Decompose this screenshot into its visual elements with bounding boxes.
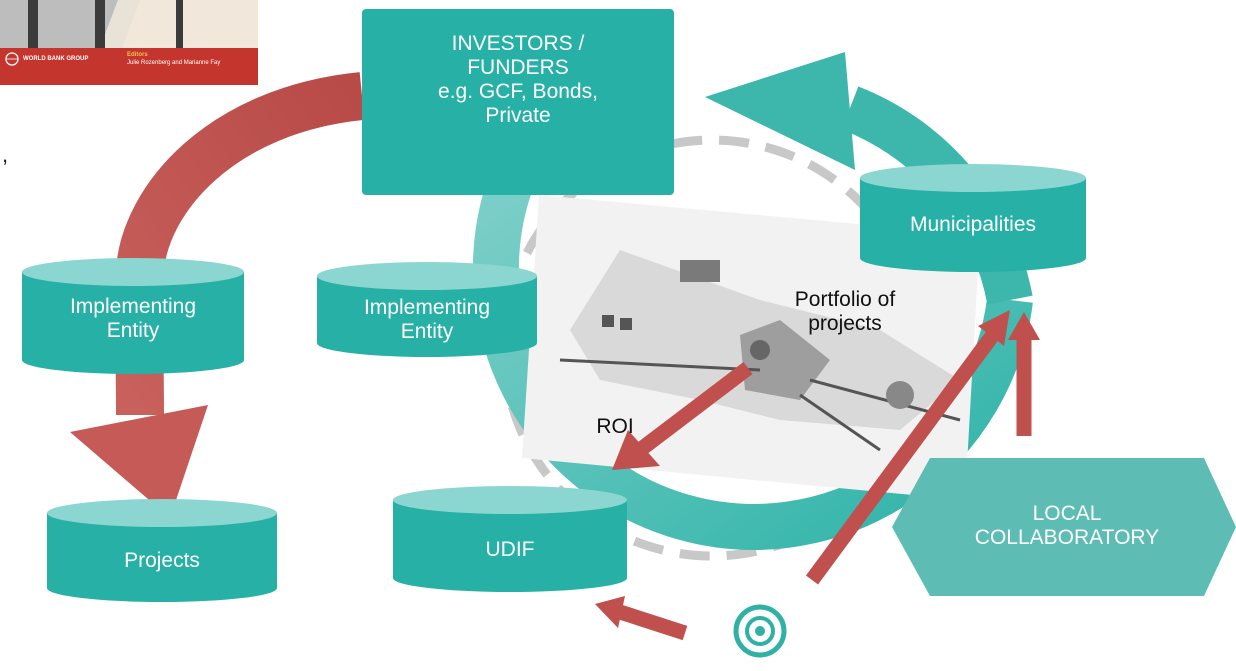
local-collaboratory-hexagon bbox=[892, 458, 1236, 596]
roi-arrow bbox=[612, 362, 753, 470]
portfolio-map-image bbox=[522, 195, 980, 500]
target-icon bbox=[730, 601, 790, 661]
up-arrow bbox=[1008, 312, 1040, 436]
bottom-arrow bbox=[595, 596, 688, 641]
udif-cylinder bbox=[393, 486, 627, 592]
book-cover-image bbox=[0, 0, 258, 85]
roi-label: ROI bbox=[596, 415, 634, 438]
municipalities-cylinder bbox=[860, 164, 1086, 272]
projects-label: Projects bbox=[124, 549, 200, 572]
implementing-entity-center-cylinder bbox=[317, 262, 537, 357]
implementing-entity-left-label: Implementing Entity bbox=[69, 295, 197, 342]
book-editors-heading: Editors bbox=[127, 52, 148, 58]
book-editors-names: Julie Rozenberg and Marianne Fay bbox=[127, 60, 221, 66]
municipalities-label: Municipalities bbox=[909, 213, 1037, 236]
implementing-entity-center-label: Implementing Entity bbox=[363, 296, 491, 343]
investors-box bbox=[362, 9, 674, 195]
implementing-entity-left-cylinder bbox=[22, 258, 244, 374]
book-publisher-text: WORLD BANK GROUP bbox=[23, 56, 89, 62]
stray-mark: , bbox=[2, 142, 9, 167]
udif-label: UDIF bbox=[485, 538, 535, 561]
collaboratory-to-municipalities-arrow bbox=[805, 310, 1010, 585]
teal-arrowhead bbox=[705, 52, 855, 170]
projects-cylinder bbox=[47, 499, 277, 602]
portfolio-label: Portfolio of projects bbox=[794, 288, 896, 335]
local-collaboratory-label: LOCAL COLLABORATORY bbox=[974, 502, 1160, 549]
investors-label: INVESTORS / FUNDERS e.g. GCF, Bonds, Pri… bbox=[438, 32, 598, 127]
